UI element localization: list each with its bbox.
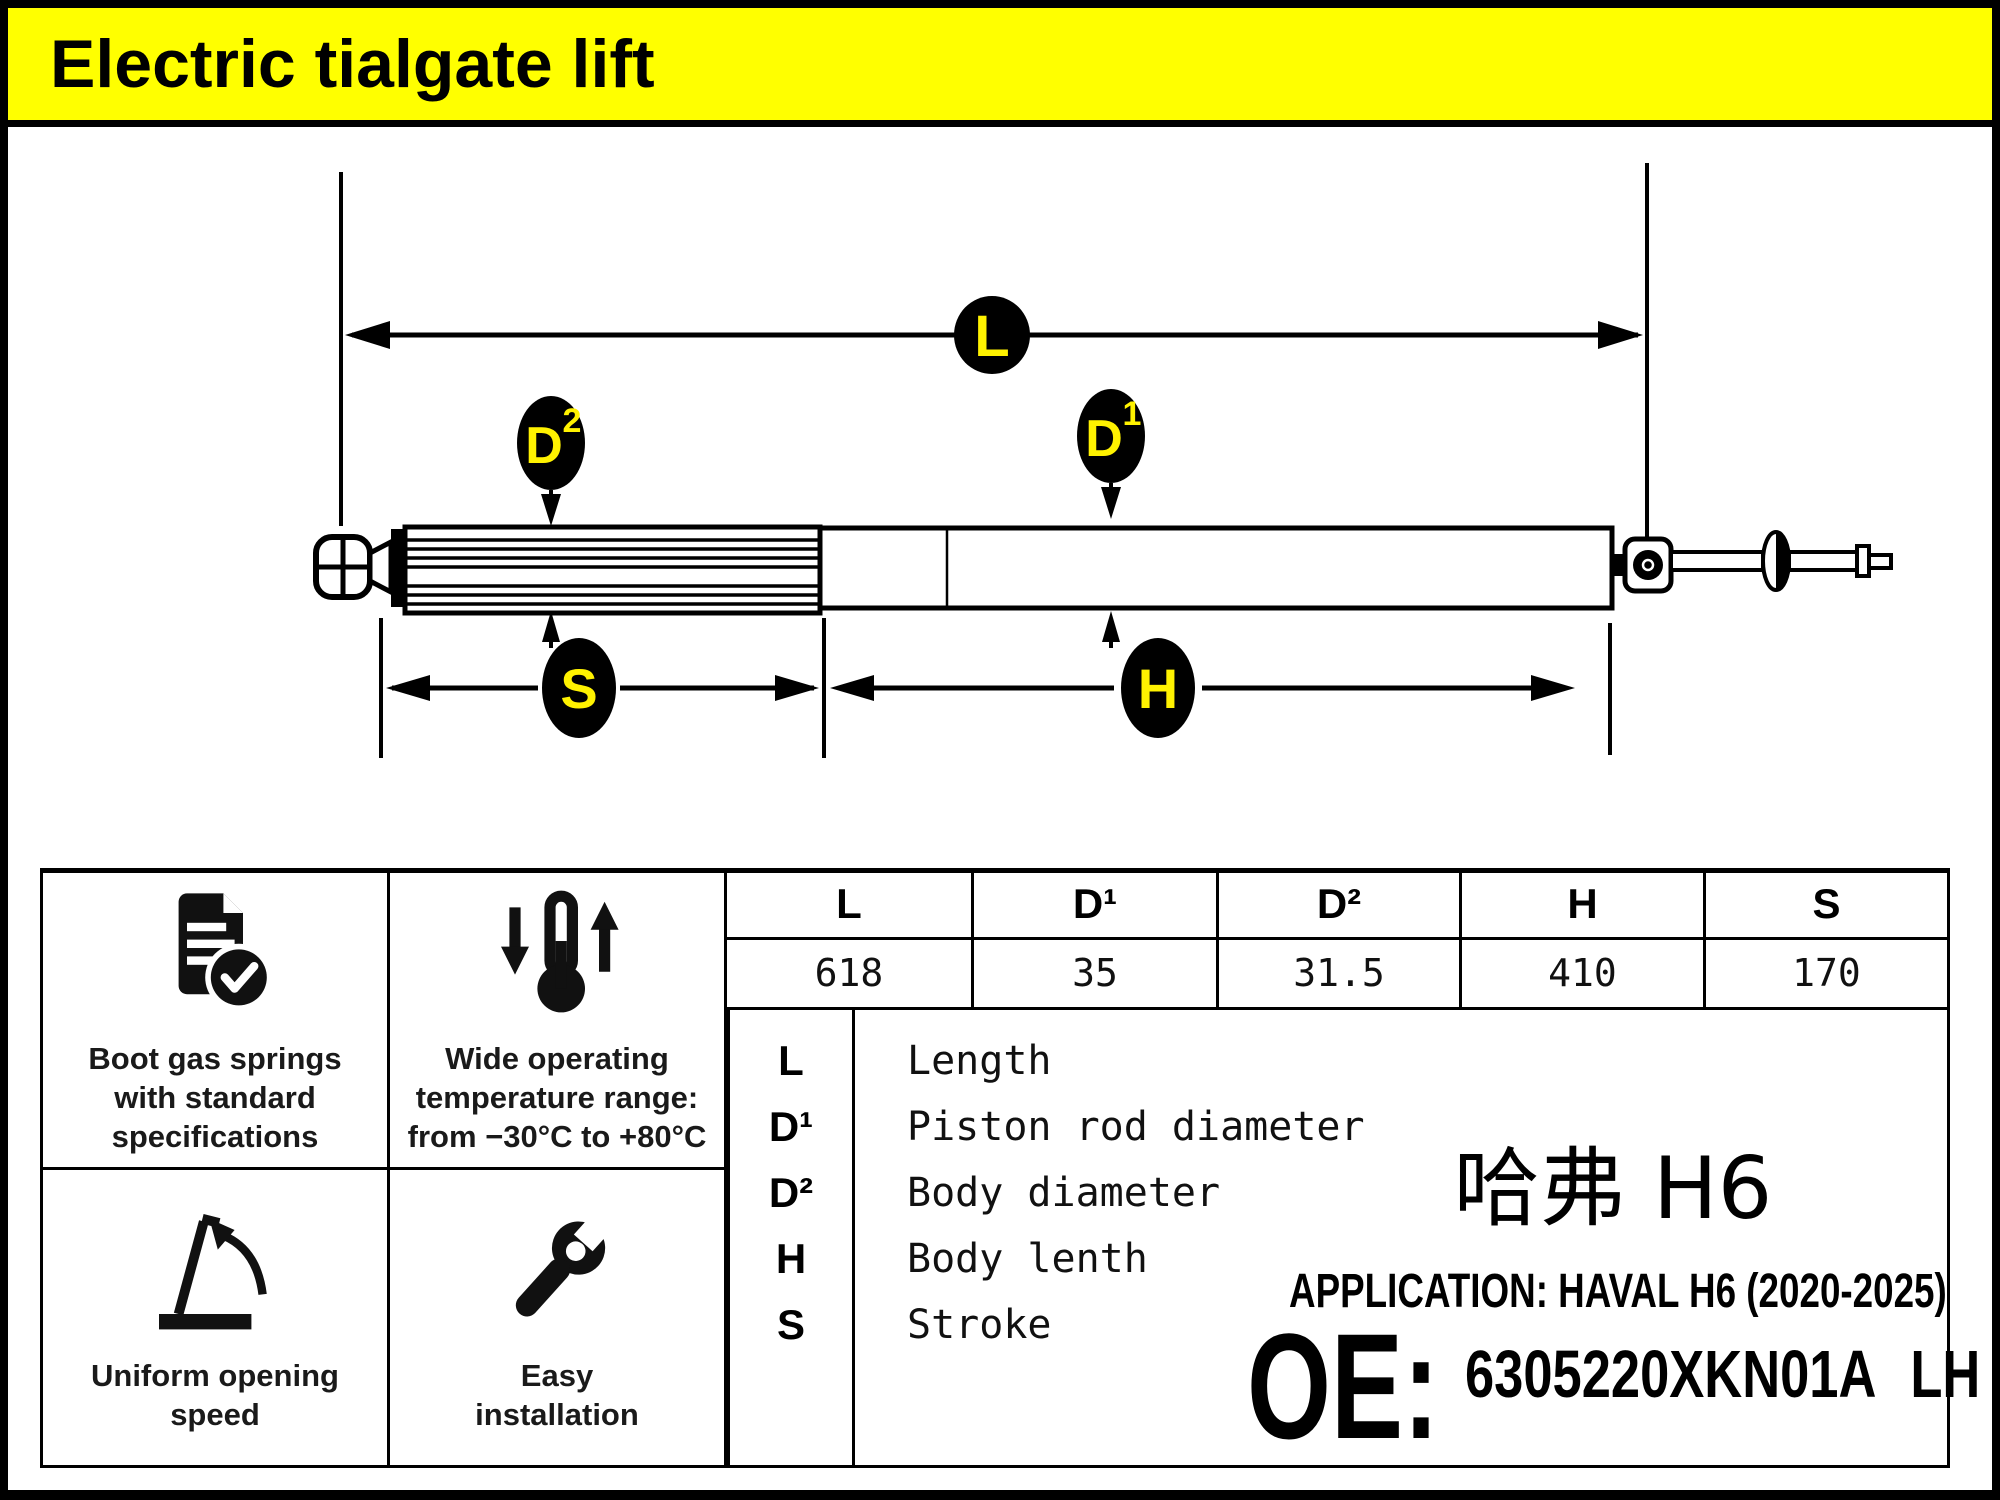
gas-spring-body xyxy=(313,524,1893,616)
page-title: Electric tialgate lift xyxy=(50,26,655,102)
dimension-header-row: L D¹ D² H S xyxy=(727,873,1947,940)
label-body-length: H xyxy=(1138,657,1178,720)
title-band: Electric tialgate lift xyxy=(8,8,1992,127)
infographic-page: Electric tialgate lift L D 2 xyxy=(8,8,1992,1490)
feature-easy-install: Easy installation xyxy=(390,1170,724,1465)
legend-description: Length xyxy=(907,1038,1052,1084)
caption-line: specifications xyxy=(111,1118,319,1154)
legend-description: Body diameter xyxy=(907,1170,1221,1216)
caption-line: speed xyxy=(170,1396,260,1432)
dimension-grid: L D¹ D² H S 618 35 31.5 410 170 xyxy=(727,873,1947,1010)
feature-standard-specs: Boot gas springs with standard specifica… xyxy=(43,873,390,1170)
dimension-rod-diameter: D 1 xyxy=(1077,389,1145,648)
header-h: H xyxy=(1459,873,1703,937)
dimension-body-diameter: D 2 xyxy=(517,396,585,648)
value-d1: 35 xyxy=(971,940,1216,1007)
feature-caption: Boot gas springs with standard specifica… xyxy=(88,1039,341,1156)
value-s: 170 xyxy=(1703,940,1947,1007)
oe-label-text: OE: xyxy=(1247,1302,1440,1470)
oe-label: OE: xyxy=(1247,1302,1514,1470)
wrench-icon xyxy=(515,1211,614,1316)
oe-number: 6305220XKN01A LH xyxy=(1465,1335,2000,1412)
application-text: APPLICATION: HAVAL H6 (2020-2025) xyxy=(1289,1262,2000,1318)
caption-line: with standard xyxy=(114,1079,316,1115)
extension-lines xyxy=(339,163,1649,538)
legend-symbol: H xyxy=(775,1235,807,1282)
legend-symbols: L D¹ D² H S xyxy=(727,1010,855,1465)
value-h: 410 xyxy=(1459,940,1703,1007)
dimension-value-row: 618 35 31.5 410 170 xyxy=(727,940,1947,1010)
legend-description: Body lenth xyxy=(907,1236,1148,1282)
caption-line: Boot gas springs xyxy=(88,1040,342,1076)
legend-description: Stroke xyxy=(907,1302,1052,1348)
label-length: L xyxy=(974,304,1009,369)
feature-temperature-range: Wide operating temperature range: from −… xyxy=(390,873,724,1170)
label-d2-base: D xyxy=(525,417,563,475)
header-d1: D¹ xyxy=(971,873,1216,937)
legend-symbol: D¹ xyxy=(768,1103,814,1150)
feature-caption: Easy installation xyxy=(475,1356,639,1434)
spec-table: Boot gas springs with standard specifica… xyxy=(40,868,1980,1470)
legend-symbol: L xyxy=(778,1037,804,1084)
caption-line: Easy xyxy=(520,1357,594,1393)
legend-description: Piston rod diameter xyxy=(907,1104,1365,1150)
caption-line: Uniform opening xyxy=(91,1357,339,1393)
label-d1-sup: 1 xyxy=(1123,395,1142,433)
header-s: S xyxy=(1703,873,1947,937)
label-stroke: S xyxy=(560,657,597,720)
caption-line: temperature range: xyxy=(415,1079,699,1115)
feature-caption: Uniform opening speed xyxy=(91,1356,339,1434)
label-d1-base: D xyxy=(1085,410,1123,468)
caption-line: installation xyxy=(475,1396,639,1432)
document-check-icon xyxy=(178,892,273,1011)
caption-line: Wide operating xyxy=(445,1040,669,1076)
opening-speed-icon xyxy=(159,1213,267,1329)
header-l: L xyxy=(836,880,862,927)
feature-grid: Boot gas springs with standard specifica… xyxy=(43,873,727,1465)
legend-symbol: S xyxy=(776,1301,805,1348)
oe-number-text: 6305220XKN01A LH xyxy=(1465,1336,1981,1412)
thermometer-range-icon xyxy=(501,890,619,1012)
value-d2: 31.5 xyxy=(1216,940,1459,1007)
caption-line: from −30°C to +80°C xyxy=(407,1118,707,1154)
feature-caption: Wide operating temperature range: from −… xyxy=(408,1039,707,1156)
vehicle-model-cn: 哈弗 H6 xyxy=(1453,1139,1773,1239)
header-d2: D² xyxy=(1216,873,1459,937)
application-label: APPLICATION: HAVAL H6 (2020-2025) xyxy=(1289,1262,1947,1318)
dimension-body-length: H xyxy=(830,623,1612,755)
feature-uniform-speed: Uniform opening speed xyxy=(43,1170,390,1465)
label-d2-sup: 2 xyxy=(563,402,582,440)
dimension-stroke: S xyxy=(379,618,826,758)
legend-descriptions: Length Piston rod diameter Body diameter… xyxy=(855,1010,1947,1465)
dimension-length: L xyxy=(345,296,1643,374)
legend-symbol: D² xyxy=(768,1169,814,1216)
value-l: 618 xyxy=(814,951,884,995)
